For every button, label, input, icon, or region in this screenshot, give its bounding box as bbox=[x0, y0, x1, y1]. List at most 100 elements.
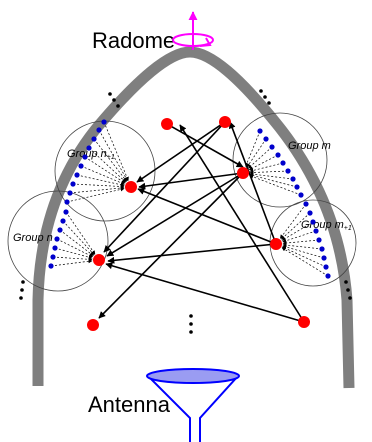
group-center-node bbox=[93, 254, 105, 266]
group-ray bbox=[56, 238, 94, 258]
wall-sample-dot bbox=[64, 199, 70, 205]
wall-sample-dot bbox=[74, 172, 80, 178]
wall-sample-dot bbox=[57, 227, 63, 233]
coupling-arrow bbox=[166, 123, 244, 168]
wall-sample-dot bbox=[319, 246, 325, 252]
group-ray bbox=[98, 129, 128, 182]
rotation-axis-icon bbox=[172, 11, 214, 50]
group-ray bbox=[84, 156, 126, 184]
wall-sample-dot bbox=[50, 254, 56, 260]
wall-sample-dot bbox=[321, 255, 327, 261]
group-ray bbox=[249, 174, 302, 196]
wall-sample-dot bbox=[285, 168, 291, 174]
group-center-node bbox=[219, 116, 231, 128]
antenna-label: Antenna bbox=[88, 392, 171, 417]
group-n-circle bbox=[7, 190, 109, 292]
wall-sample-dot bbox=[316, 237, 322, 243]
coupling-arrow bbox=[138, 172, 244, 190]
wall-sample-dot bbox=[78, 163, 84, 169]
wall-sample-dot bbox=[96, 127, 102, 133]
wall-sample-dot bbox=[298, 192, 304, 198]
group-ray bbox=[93, 138, 128, 182]
group-center-node bbox=[87, 319, 99, 331]
wall-sample-dot bbox=[63, 209, 69, 215]
wall-sample-dot bbox=[323, 264, 329, 270]
group-ray bbox=[65, 211, 96, 255]
wall-sample-dot bbox=[313, 228, 319, 234]
group-rays bbox=[50, 121, 329, 277]
group-ray bbox=[249, 173, 298, 188]
wall-sample-dot bbox=[263, 136, 269, 142]
coupling-arrow bbox=[98, 172, 244, 319]
group-ray bbox=[69, 186, 125, 194]
wall-sample-dot bbox=[67, 190, 73, 196]
coupling-arrow bbox=[228, 121, 277, 245]
wall-sample-dot bbox=[86, 145, 92, 151]
group-ray bbox=[281, 247, 329, 277]
wall-sample-dot bbox=[48, 263, 54, 269]
coupling-arrow bbox=[103, 121, 226, 253]
group-center-node bbox=[298, 316, 310, 328]
wall-sample-dot bbox=[52, 245, 58, 251]
wall-sample-points bbox=[48, 119, 331, 279]
group-center-node bbox=[270, 238, 282, 250]
group-ray bbox=[66, 187, 125, 203]
wall-sample-dot bbox=[290, 176, 296, 182]
wall-sample-dot bbox=[60, 218, 66, 224]
group-ray bbox=[282, 245, 325, 259]
wall-sample-dot bbox=[310, 219, 316, 225]
group-ray bbox=[281, 246, 327, 268]
group-ray bbox=[54, 247, 93, 260]
group-ray bbox=[249, 162, 284, 173]
group-ray bbox=[249, 172, 294, 180]
group-ray bbox=[282, 239, 320, 246]
group-m-circle bbox=[232, 112, 328, 208]
group-ray bbox=[59, 229, 94, 257]
wall-sample-dot bbox=[54, 236, 60, 242]
group-ray bbox=[246, 138, 267, 168]
coupling-arrows bbox=[98, 121, 305, 323]
group-n-label: Group n bbox=[13, 232, 53, 244]
group-ray bbox=[247, 146, 273, 169]
group-m-plus-1-circle bbox=[269, 199, 357, 287]
wall-sample-dot bbox=[91, 136, 97, 142]
group-ray bbox=[72, 183, 125, 189]
vertical-ellipsis-icon bbox=[19, 89, 352, 334]
wall-sample-dot bbox=[257, 128, 263, 134]
group-ray bbox=[279, 203, 307, 239]
coupling-arrow bbox=[106, 172, 244, 257]
group-m-plus-1-label: Group m+1 bbox=[301, 219, 352, 232]
wall-sample-dot bbox=[275, 152, 281, 158]
group-ray bbox=[249, 170, 289, 175]
group-center-node bbox=[125, 181, 137, 193]
coupling-arrow bbox=[136, 121, 226, 183]
wall-sample-dot bbox=[294, 184, 300, 190]
group-n-plus-1-label: Group n+1 bbox=[67, 148, 115, 161]
group-center-node bbox=[161, 118, 173, 130]
wall-sample-dot bbox=[303, 201, 309, 207]
group-ray bbox=[76, 174, 125, 187]
group-ray bbox=[103, 121, 129, 181]
group-ray bbox=[282, 230, 317, 243]
group-ray bbox=[52, 256, 93, 262]
coupling-arrow bbox=[137, 188, 277, 245]
group-ray bbox=[280, 212, 311, 240]
coupling-arrow bbox=[105, 262, 305, 323]
wall-sample-dot bbox=[307, 210, 313, 216]
coupling-arrow bbox=[107, 243, 277, 264]
group-ray bbox=[50, 259, 93, 267]
group-centers bbox=[87, 116, 310, 331]
radome-label: Radome bbox=[92, 28, 175, 53]
group-center-node bbox=[237, 167, 249, 179]
wall-sample-dot bbox=[82, 154, 88, 160]
wall-sample-dot bbox=[101, 119, 107, 125]
wall-sample-dot bbox=[70, 181, 76, 187]
wall-sample-dot bbox=[269, 144, 275, 150]
group-ray bbox=[248, 154, 279, 171]
coupling-arrow bbox=[179, 124, 305, 323]
wall-sample-dot bbox=[280, 160, 286, 166]
group-ray bbox=[282, 243, 323, 250]
wall-sample-dot bbox=[325, 273, 331, 279]
